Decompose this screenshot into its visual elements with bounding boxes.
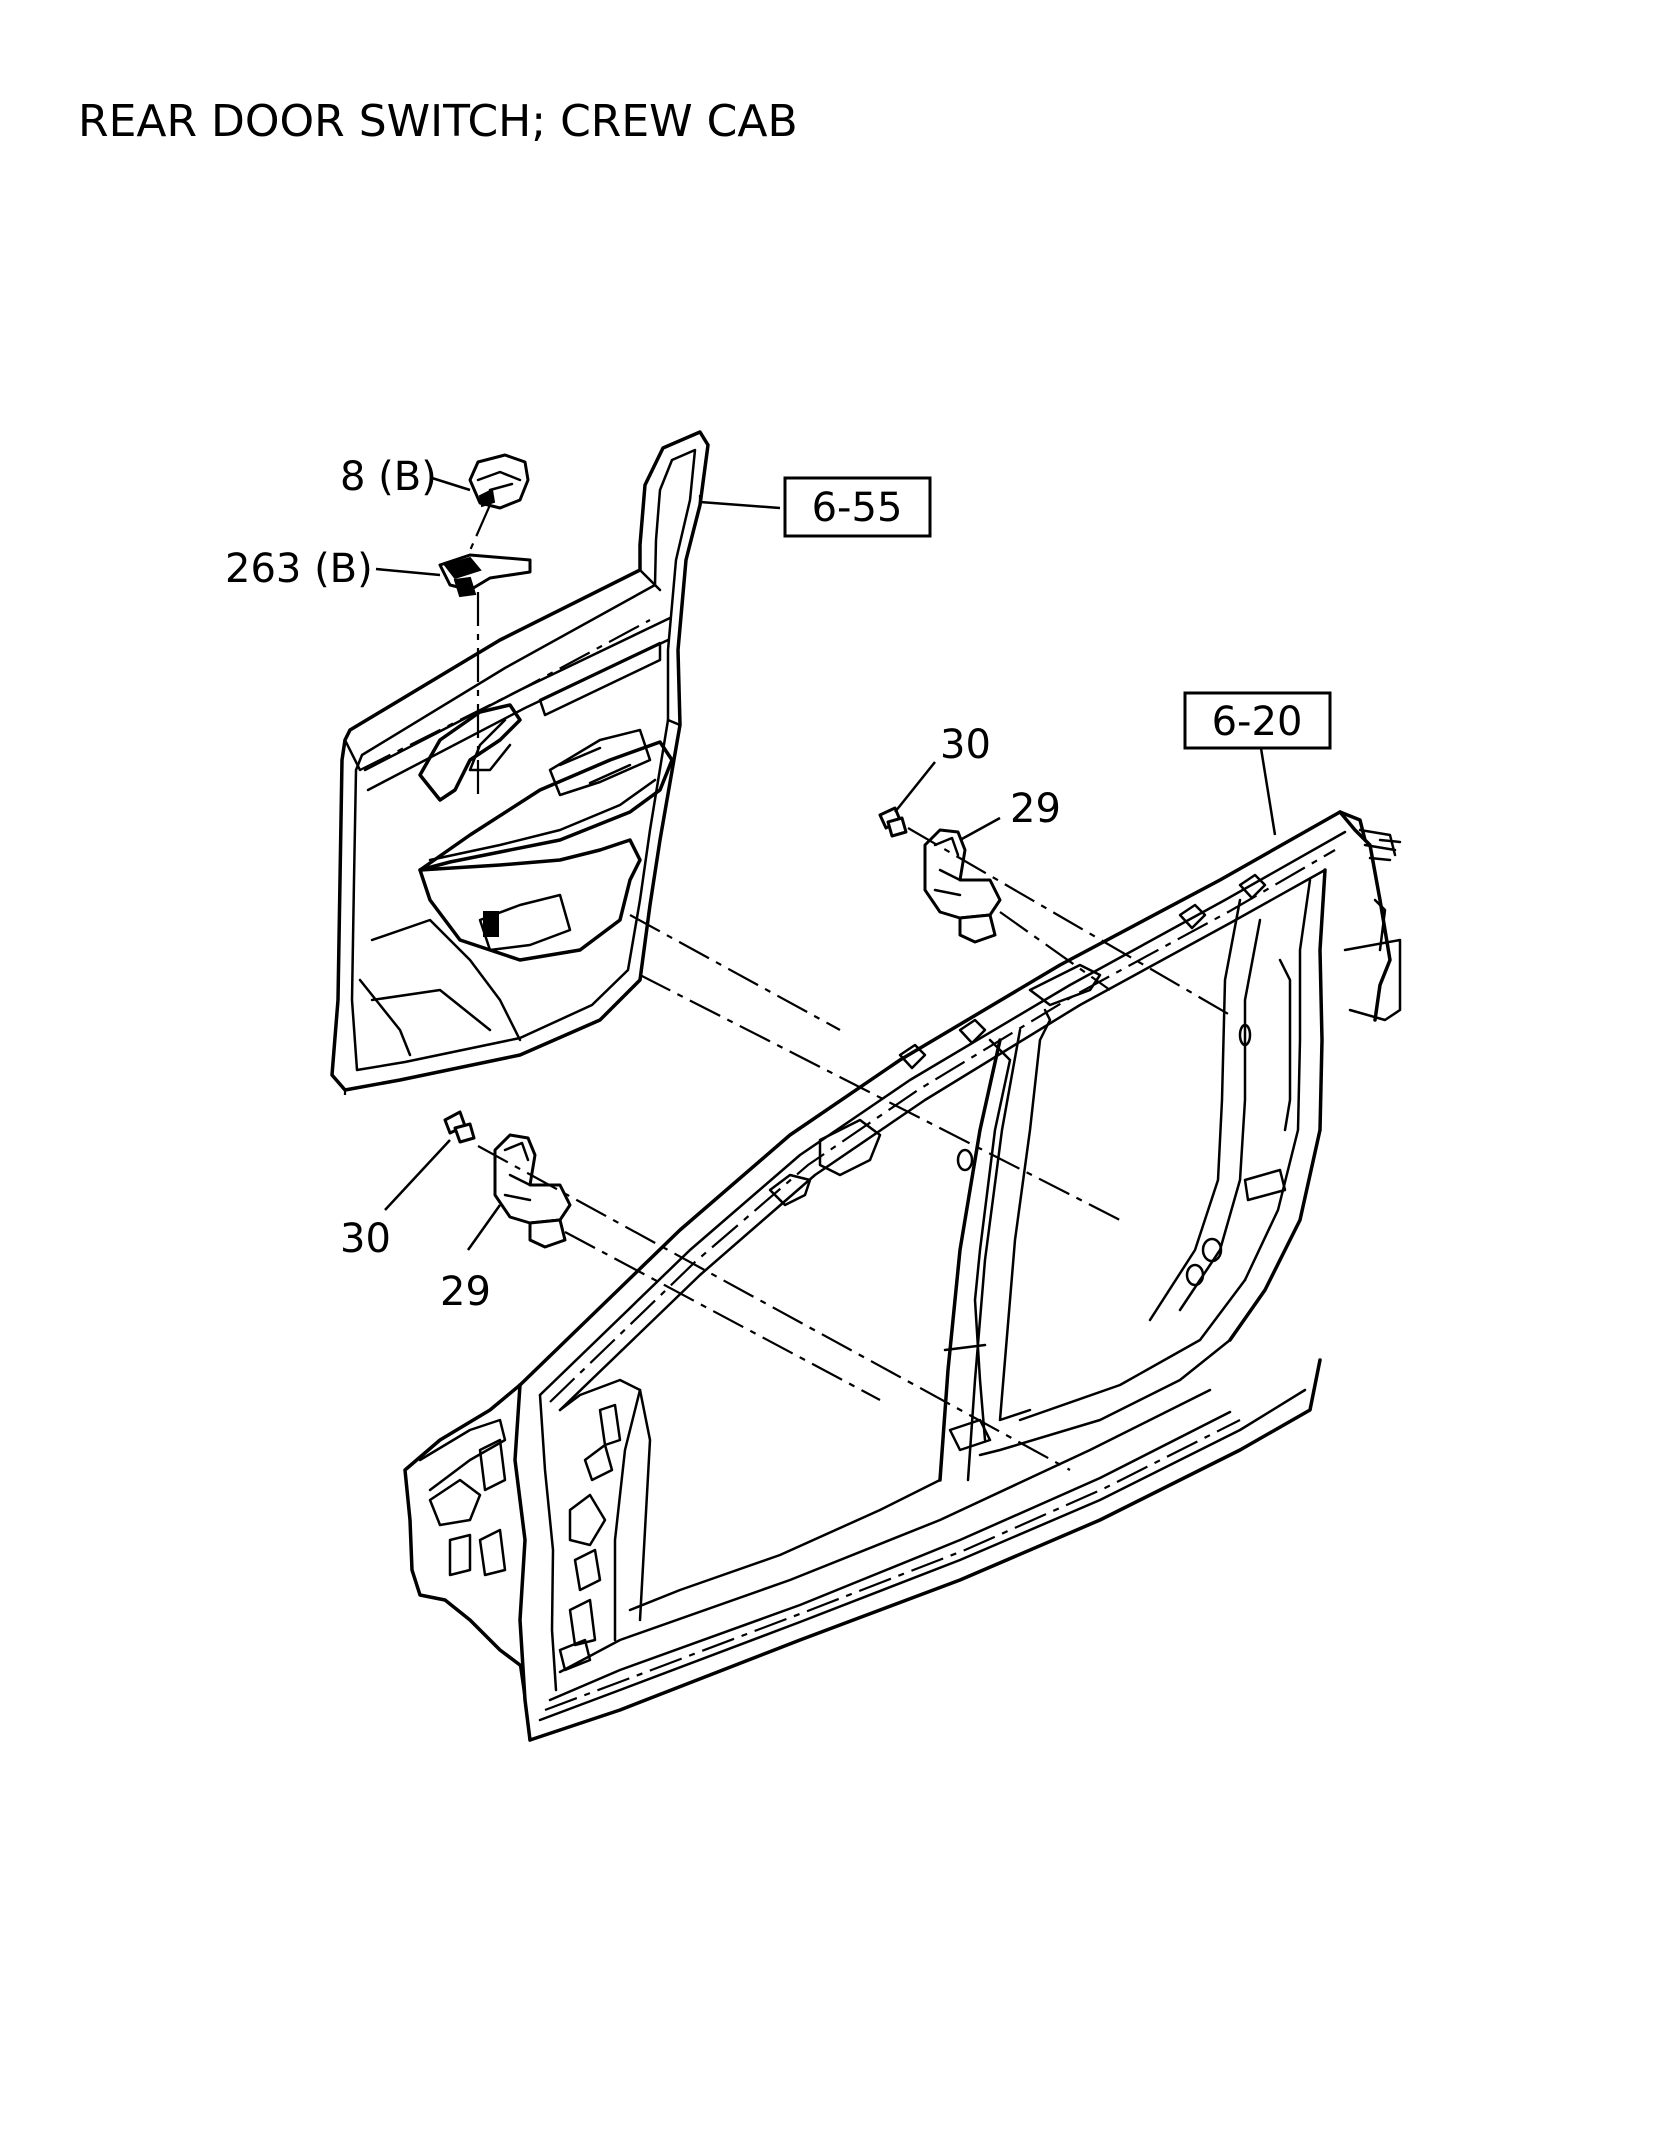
callout-30-upper: 30 — [940, 722, 991, 768]
door-switch-29-lower — [493, 1133, 572, 1249]
bolt-30-lower — [443, 1110, 476, 1144]
reference-box-6-20[interactable]: 6-20 — [1183, 691, 1332, 750]
page-title: REAR DOOR SWITCH; CREW CAB — [78, 96, 798, 147]
body-side-panel — [403, 810, 1402, 1742]
door-trim-panel — [330, 430, 710, 1092]
door-switch-8b — [468, 453, 530, 510]
door-switch-29-upper — [923, 828, 1002, 944]
callout-29-upper: 29 — [1010, 786, 1061, 832]
bolt-30-upper — [878, 806, 908, 838]
switch-bracket-263b — [438, 553, 532, 598]
callout-8b: 8 (B) — [340, 454, 437, 500]
callout-263b: 263 (B) — [225, 546, 373, 592]
callout-29-lower: 29 — [440, 1269, 491, 1315]
reference-label-6-55: 6-55 — [812, 485, 903, 531]
reference-label-6-20: 6-20 — [1212, 699, 1303, 745]
reference-box-6-55[interactable]: 6-55 — [783, 476, 932, 538]
callout-30-lower: 30 — [340, 1216, 391, 1262]
